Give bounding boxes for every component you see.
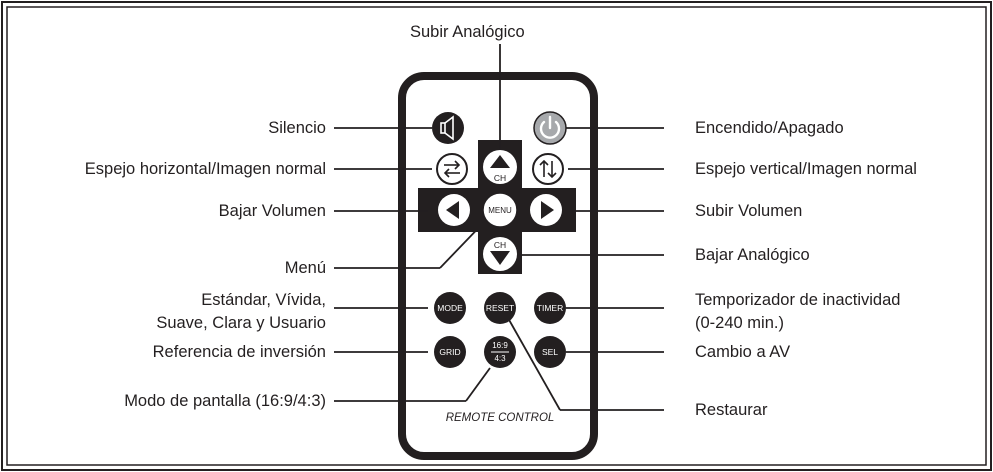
label-temporizador-line2: (0-240 min.) xyxy=(695,314,784,332)
label-referencia: Referencia de inversión xyxy=(152,343,326,361)
power-button[interactable] xyxy=(533,111,567,145)
label-espejo-vertical: Espejo vertical/Imagen normal xyxy=(695,160,917,178)
mute-button[interactable] xyxy=(432,112,464,144)
label-modo-pantalla: Modo de pantalla (16:9/4:3) xyxy=(124,392,326,410)
mode-button-label: MODE xyxy=(437,303,463,313)
menu-button[interactable]: MENU xyxy=(482,192,518,228)
vertical-arrows-icon xyxy=(539,159,557,179)
mirror-horizontal-button[interactable] xyxy=(436,153,468,185)
label-espejo-horizontal: Espejo horizontal/Imagen normal xyxy=(84,160,326,178)
timer-button[interactable]: TIMER xyxy=(534,292,566,324)
volume-down-button[interactable] xyxy=(438,194,470,226)
grid-button[interactable]: GRID xyxy=(434,336,466,368)
triangle-down-icon xyxy=(490,251,510,265)
label-bajar-analogico: Bajar Analógico xyxy=(695,246,810,264)
mirror-vertical-button[interactable] xyxy=(532,153,564,185)
label-temporizador-line1: Temporizador de inactividad xyxy=(695,291,901,309)
label-cambio-av: Cambio a AV xyxy=(695,343,791,361)
grid-button-label: GRID xyxy=(439,347,460,357)
ratio-top-label: 16:9 xyxy=(492,341,508,350)
leader-lines xyxy=(334,44,664,411)
channel-up-button[interactable]: CH xyxy=(483,150,517,184)
triangle-up-icon xyxy=(490,155,510,168)
label-menu: Menú xyxy=(284,259,326,277)
label-bajar-volumen: Bajar Volumen xyxy=(218,202,326,220)
channel-down-button[interactable]: CH xyxy=(483,237,517,271)
label-subir-volumen: Subir Volumen xyxy=(695,202,803,220)
label-encendido: Encendido/Apagado xyxy=(695,119,844,137)
menu-button-label: MENU xyxy=(488,206,512,215)
speaker-icon xyxy=(440,115,454,141)
reset-button-label: RESET xyxy=(486,303,514,313)
label-silencio: Silencio xyxy=(268,119,326,137)
volume-up-button[interactable] xyxy=(530,194,562,226)
ratio-bottom-label: 4:3 xyxy=(494,354,506,363)
label-restaurar: Restaurar xyxy=(695,401,768,419)
timer-button-label: TIMER xyxy=(537,303,563,313)
ch-up-label: CH xyxy=(494,173,506,183)
label-estandar-line1: Estándar, Vívida, xyxy=(201,291,326,309)
label-estandar-line2: Suave, Clara y Usuario xyxy=(156,314,326,332)
triangle-left-icon xyxy=(446,201,459,219)
remote-caption: REMOTE CONTROL xyxy=(445,412,555,424)
power-icon xyxy=(539,115,561,139)
sel-button[interactable]: SEL xyxy=(534,336,566,368)
reset-button[interactable]: RESET xyxy=(484,292,516,324)
mode-button[interactable]: MODE xyxy=(434,292,466,324)
sel-button-label: SEL xyxy=(542,347,558,357)
ch-down-label: CH xyxy=(494,240,506,250)
horizontal-arrows-icon xyxy=(443,160,461,178)
aspect-ratio-button[interactable]: 16:9 4:3 xyxy=(484,336,516,368)
label-subir-analogico: Subir Analógico xyxy=(410,23,525,41)
triangle-right-icon xyxy=(541,201,554,219)
